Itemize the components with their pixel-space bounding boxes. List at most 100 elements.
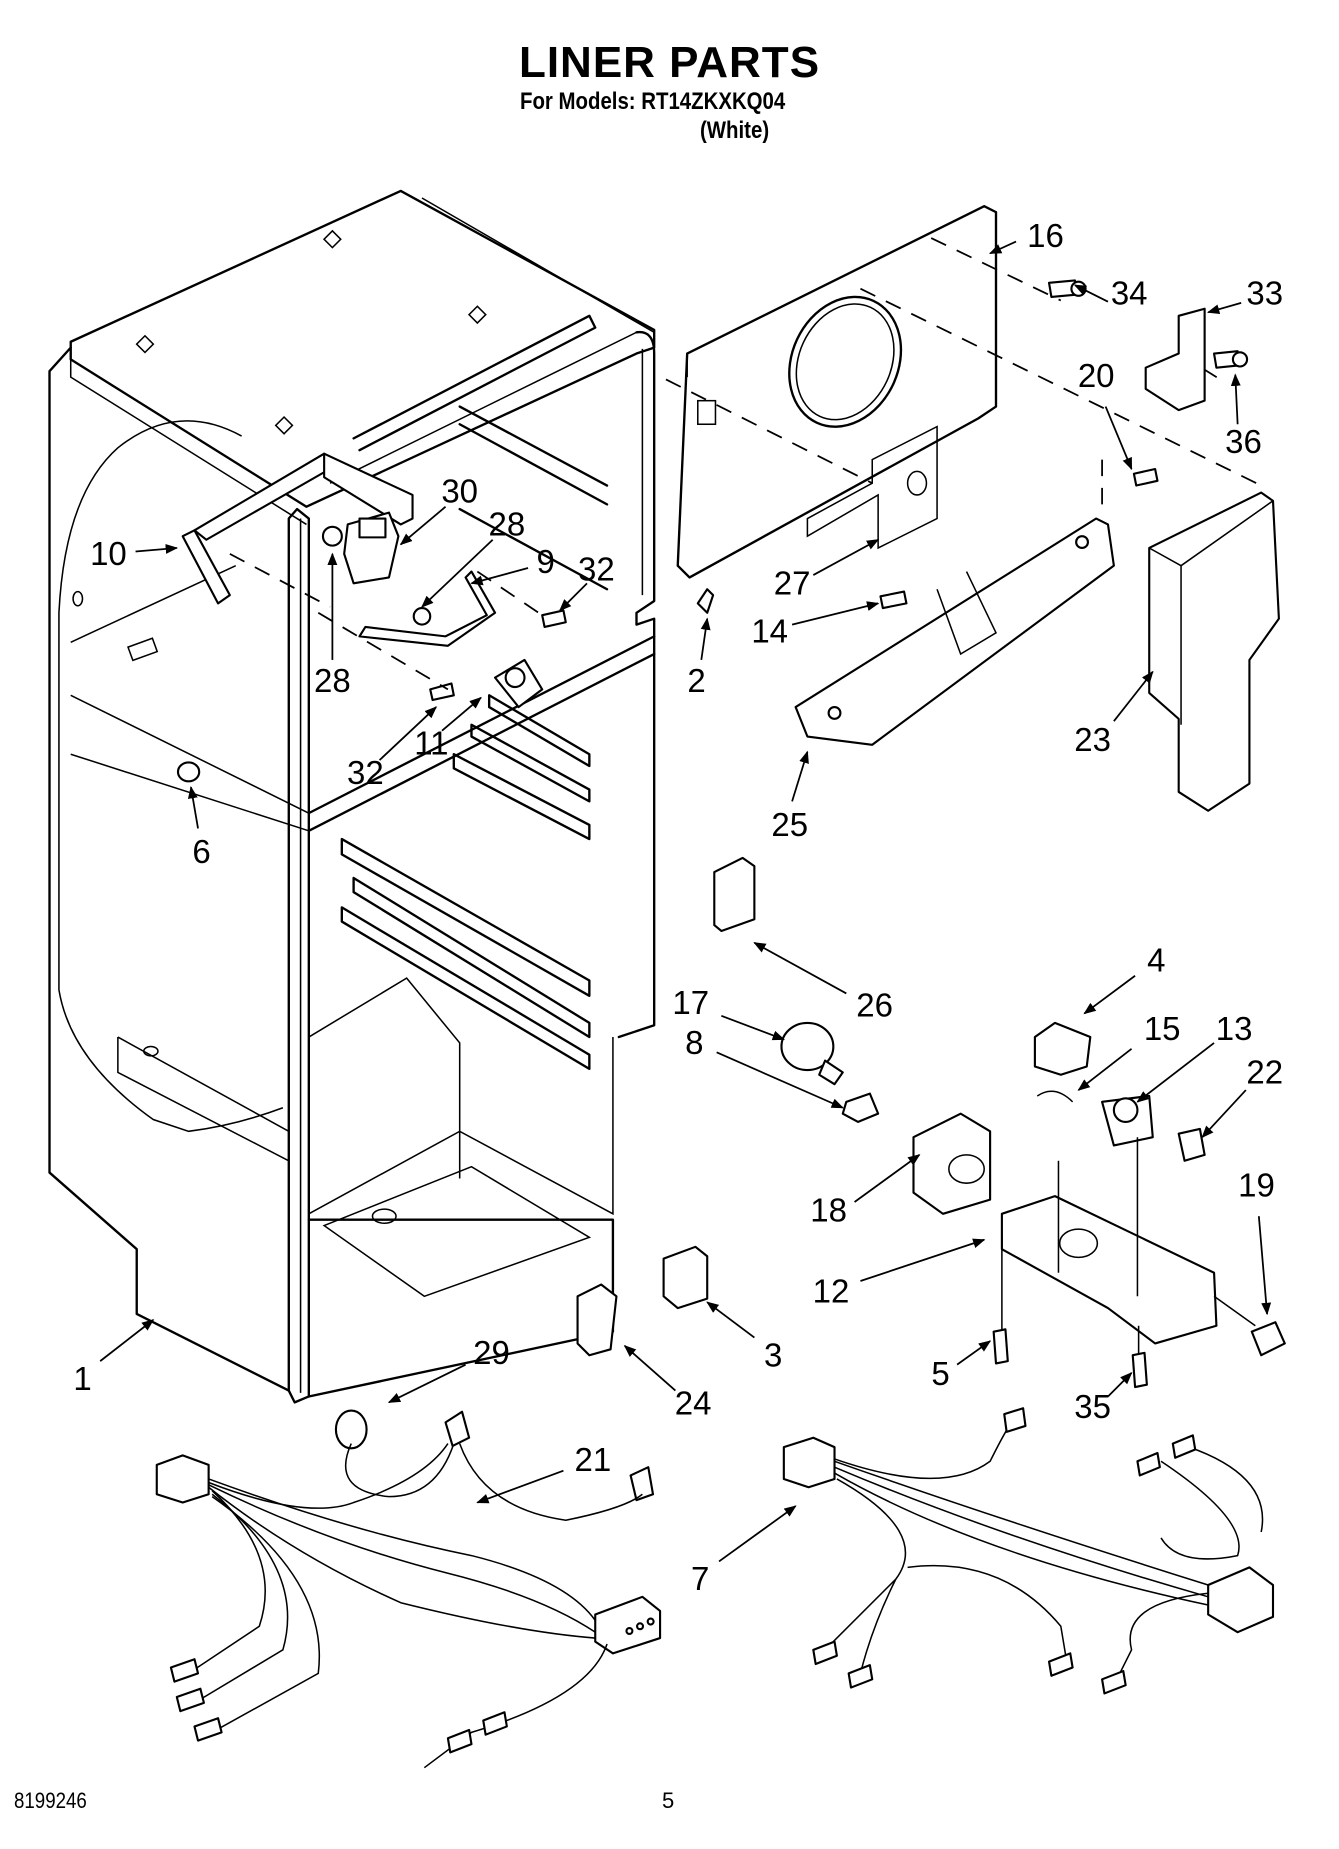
callout-control-housing: 12 bbox=[813, 1238, 986, 1310]
callout-number: 30 bbox=[441, 472, 478, 509]
callout-connector: 3 bbox=[706, 1301, 782, 1373]
callout-number: 13 bbox=[1216, 1010, 1253, 1047]
callout-arrow bbox=[470, 567, 529, 586]
callout-arrow bbox=[1206, 302, 1242, 314]
callout-arrow bbox=[700, 617, 711, 661]
assembly-lines bbox=[229, 237, 1262, 691]
callout-bracket: 10 bbox=[90, 535, 179, 572]
models-line: For Models: RT14ZKXKQ04 bbox=[520, 88, 786, 115]
callout-arrow bbox=[99, 1319, 155, 1362]
rear-panel-drawing bbox=[676, 205, 998, 579]
harness-7-drawing bbox=[782, 1407, 1275, 1695]
callout-arrow bbox=[1083, 975, 1136, 1015]
callout-switch: 19 bbox=[1238, 1167, 1275, 1316]
callout-screw: 32 bbox=[347, 706, 438, 791]
callout-knob: 22 bbox=[1201, 1053, 1283, 1139]
callout-arrow bbox=[753, 941, 847, 995]
callout-bracket: 33 bbox=[1206, 275, 1283, 314]
callout-connector: 24 bbox=[623, 1344, 711, 1422]
callout-screw: 14 bbox=[751, 601, 880, 650]
callout-rear-panel: 16 bbox=[988, 217, 1064, 255]
callout-number: 8 bbox=[685, 1024, 703, 1061]
callouts: 1234567891011121314151617181920212223242… bbox=[73, 217, 1283, 1597]
harness-21-drawing bbox=[155, 1409, 662, 1769]
callout-screw: 34 bbox=[1073, 275, 1148, 312]
page-title: LINER PARTS bbox=[518, 38, 821, 87]
callout-sensor: 29 bbox=[387, 1334, 510, 1404]
callout-arrow bbox=[860, 1238, 986, 1282]
callout-arrow bbox=[1077, 1048, 1133, 1091]
callout-number: 19 bbox=[1238, 1167, 1275, 1204]
callout-arrow bbox=[791, 601, 880, 626]
callout-arrow bbox=[476, 1469, 564, 1504]
callout-number: 3 bbox=[764, 1336, 782, 1373]
callout-wire-harness: 21 bbox=[476, 1441, 612, 1504]
callout-arrow bbox=[718, 1505, 797, 1563]
callout-air-diffuser: 25 bbox=[771, 750, 809, 843]
callout-number: 27 bbox=[774, 564, 811, 601]
callout-arrow bbox=[187, 785, 199, 829]
callout-arrow bbox=[1073, 284, 1109, 303]
duct-cover-drawing bbox=[1148, 491, 1280, 812]
callout-number: 32 bbox=[347, 754, 384, 791]
callout-arrow bbox=[716, 1051, 844, 1109]
callout-number: 32 bbox=[578, 550, 615, 587]
liner-cabinet-drawing bbox=[48, 189, 656, 1404]
callout-air-duct-cover: 23 bbox=[1074, 670, 1154, 758]
callout-screw: 32 bbox=[559, 550, 615, 612]
callout-number: 28 bbox=[488, 505, 525, 542]
callout-plug-button: 6 bbox=[187, 785, 211, 870]
callout-arrow bbox=[956, 1340, 992, 1366]
callout-arrow bbox=[559, 582, 588, 612]
liner-small-parts bbox=[176, 452, 567, 783]
callout-grommet: 28 bbox=[421, 505, 525, 608]
color-variant: (White) bbox=[700, 117, 770, 144]
callout-arrow bbox=[1257, 1216, 1272, 1316]
callout-arrow bbox=[1107, 1372, 1133, 1398]
callout-clip: 15 bbox=[1077, 1010, 1181, 1091]
callout-arrow bbox=[441, 696, 482, 732]
callout-arrow bbox=[378, 706, 438, 761]
callout-thermostat-knob-housing: 4 bbox=[1083, 942, 1165, 1015]
callout-fan-blade: 11 bbox=[414, 696, 482, 762]
callout-arrow bbox=[135, 544, 179, 554]
callout-arrow bbox=[988, 240, 1017, 255]
callout-number: 12 bbox=[813, 1273, 850, 1310]
callout-arrow bbox=[706, 1301, 755, 1339]
callout-number: 28 bbox=[314, 662, 351, 699]
callout-number: 15 bbox=[1144, 1010, 1181, 1047]
callout-fan-bracket: 9 bbox=[470, 543, 555, 586]
callout-arrow bbox=[1136, 1042, 1215, 1103]
control-housing-drawing bbox=[992, 1021, 1286, 1389]
callout-number: 5 bbox=[931, 1355, 949, 1392]
callout-number: 22 bbox=[1246, 1053, 1283, 1090]
callout-number: 14 bbox=[751, 613, 788, 650]
callout-number: 2 bbox=[687, 662, 705, 699]
callout-number: 26 bbox=[856, 986, 893, 1023]
callout-number: 16 bbox=[1027, 217, 1064, 254]
callout-arrow bbox=[1230, 373, 1241, 425]
callout-fan-motor: 30 bbox=[399, 472, 478, 546]
callout-arrow bbox=[1104, 406, 1133, 471]
callout-arrow bbox=[1201, 1089, 1247, 1139]
callout-arrow bbox=[721, 1015, 785, 1041]
callout-light-shield: 18 bbox=[810, 1154, 921, 1228]
callout-number: 21 bbox=[575, 1441, 612, 1478]
callout-number: 7 bbox=[691, 1560, 709, 1597]
callout-light-bulb: 17 bbox=[672, 984, 785, 1041]
callout-number: 23 bbox=[1074, 721, 1111, 758]
page-number: 5 bbox=[662, 1788, 675, 1813]
callout-number: 35 bbox=[1074, 1388, 1111, 1425]
callout-lamp-socket: 8 bbox=[685, 1024, 844, 1109]
callout-number: 11 bbox=[414, 725, 448, 762]
document-number: 8199246 bbox=[14, 1788, 87, 1813]
callout-arrow bbox=[791, 750, 809, 802]
callout-push-pin: 2 bbox=[687, 617, 711, 699]
callout-arrow bbox=[854, 1154, 921, 1203]
callout-number: 9 bbox=[537, 543, 555, 580]
callout-number: 10 bbox=[90, 535, 127, 572]
callout-number: 34 bbox=[1111, 275, 1148, 312]
callout-number: 20 bbox=[1078, 357, 1115, 394]
callout-screw: 36 bbox=[1225, 373, 1262, 460]
